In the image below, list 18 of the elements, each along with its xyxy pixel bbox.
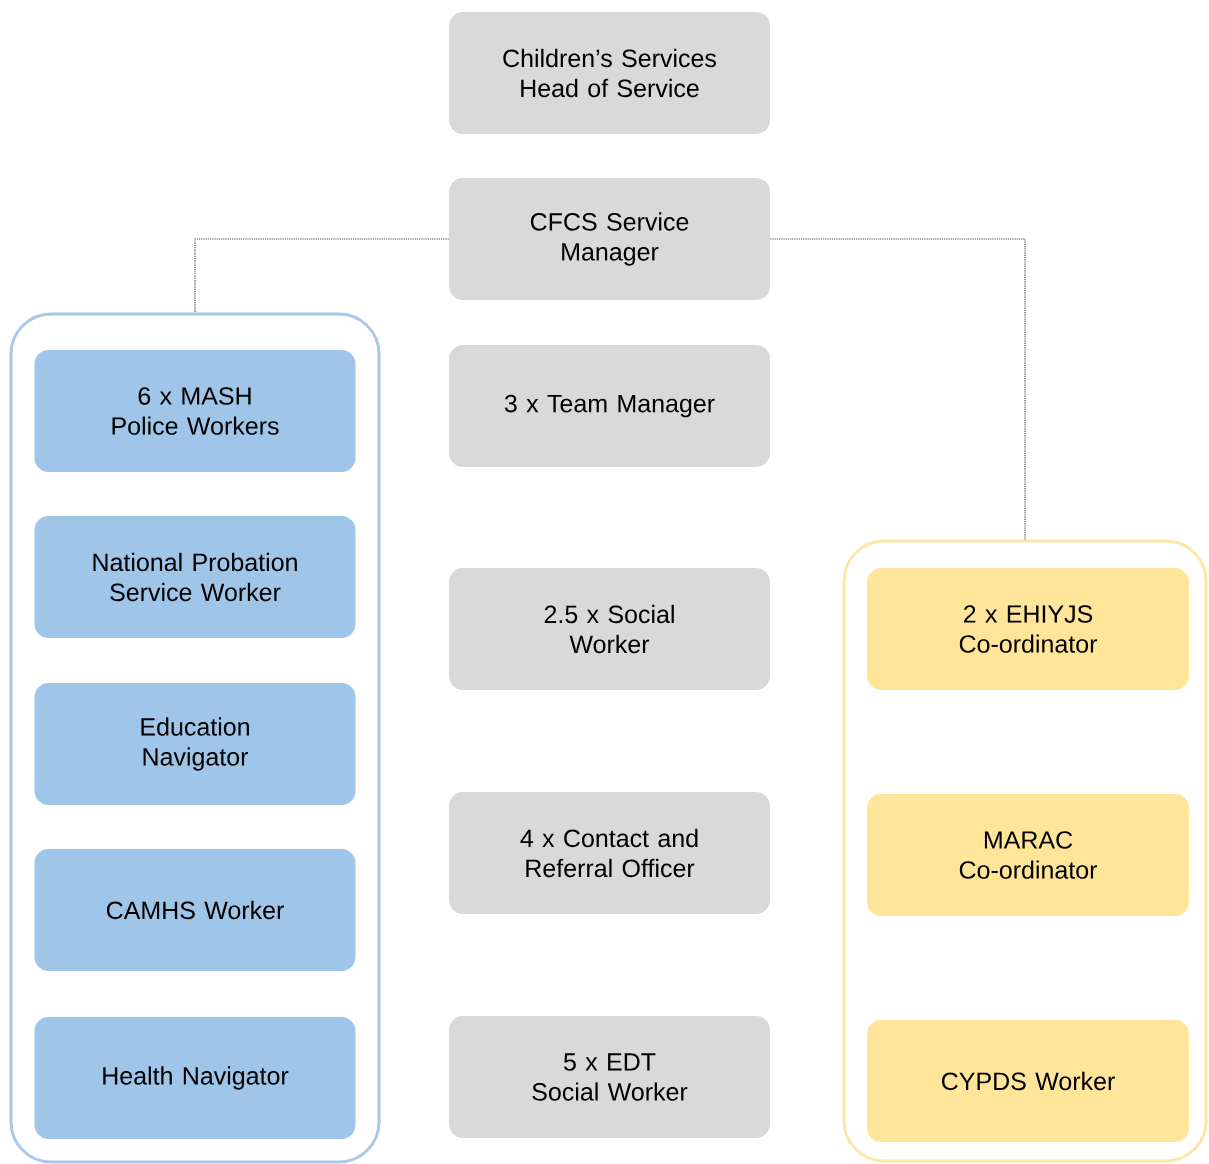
role-box: Health Navigator <box>34 1017 356 1139</box>
role-box: CYPDS Worker <box>867 1020 1189 1142</box>
role-box: CAMHS Worker <box>34 849 356 971</box>
group-frame <box>842 539 1208 1163</box>
role-box: 2 x EHIYJS Co-ordinator <box>867 568 1189 690</box>
connector-line <box>194 238 450 314</box>
role-box: MARAC Co-ordinator <box>867 794 1189 916</box>
role-box: Children’s Services Head of Service <box>449 12 770 134</box>
role-box: CFCS Service Manager <box>449 178 770 300</box>
role-box: 2.5 x Social Worker <box>449 568 770 690</box>
role-box: 4 x Contact and Referral Officer <box>449 792 770 914</box>
role-box: 6 x MASH Police Workers <box>34 350 356 472</box>
role-box: 5 x EDT Social Worker <box>449 1016 770 1138</box>
role-box: Education Navigator <box>34 683 356 805</box>
group-frame <box>9 312 381 1164</box>
role-box: 3 x Team Manager <box>449 345 770 467</box>
connector-line <box>769 238 1026 541</box>
role-box: National Probation Service Worker <box>34 516 356 638</box>
